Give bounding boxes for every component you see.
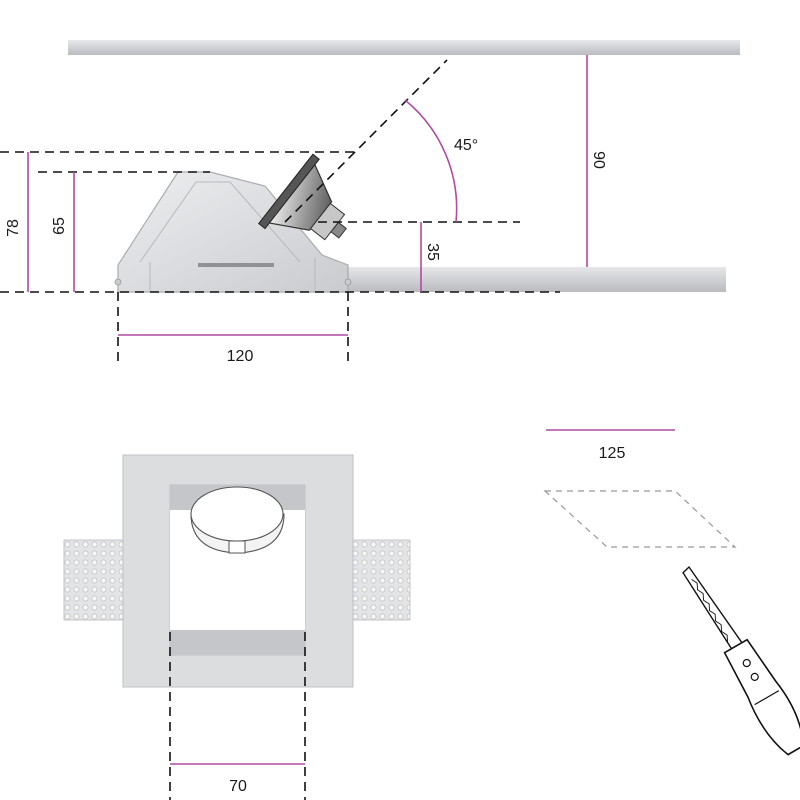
cutout-instruction: 125 — [543, 429, 800, 756]
dim-label-120: 120 — [227, 348, 254, 365]
dim-label-35: 35 — [424, 243, 441, 261]
perforated-wing-left — [63, 539, 125, 621]
dim-label-70: 70 — [229, 778, 247, 795]
fixture-clip — [344, 278, 352, 286]
side-view: 45° 90 78 65 35 120 — [0, 40, 740, 365]
dim-label-78: 78 — [5, 219, 22, 237]
dim-label-65: 65 — [51, 217, 68, 235]
beam-axis-line — [284, 59, 448, 223]
dim-label-angle: 45° — [454, 137, 478, 154]
frame-bottom-shading — [170, 630, 305, 655]
cutout-outline — [543, 490, 737, 548]
angle-arc — [404, 99, 458, 223]
front-view: 70 — [63, 454, 411, 800]
fixture-slot — [198, 263, 274, 267]
lamp-ring-icon — [190, 486, 285, 554]
plasterboard — [345, 267, 726, 292]
perforated-wing-right — [351, 539, 411, 621]
ceiling-slab — [68, 40, 740, 55]
dim-label-125: 125 — [599, 445, 626, 462]
dim-label-90: 90 — [590, 151, 607, 169]
fixture-clip — [114, 278, 122, 286]
drywall-saw-icon — [682, 565, 800, 756]
lamp-icon — [258, 153, 347, 241]
